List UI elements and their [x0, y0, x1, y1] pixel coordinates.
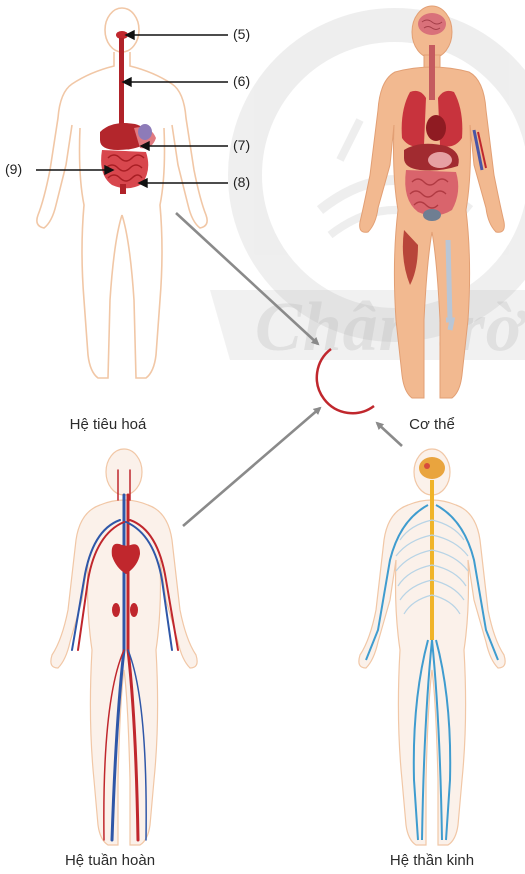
caption-digestive-system: Hệ tiêu hoá — [70, 416, 147, 433]
caption-nervous-system: Hệ thần kinh — [390, 852, 474, 869]
caption-body: Cơ thể — [409, 416, 455, 433]
caption-circulatory-system: Hệ tuần hoàn — [65, 852, 155, 869]
central-arc — [317, 349, 374, 413]
